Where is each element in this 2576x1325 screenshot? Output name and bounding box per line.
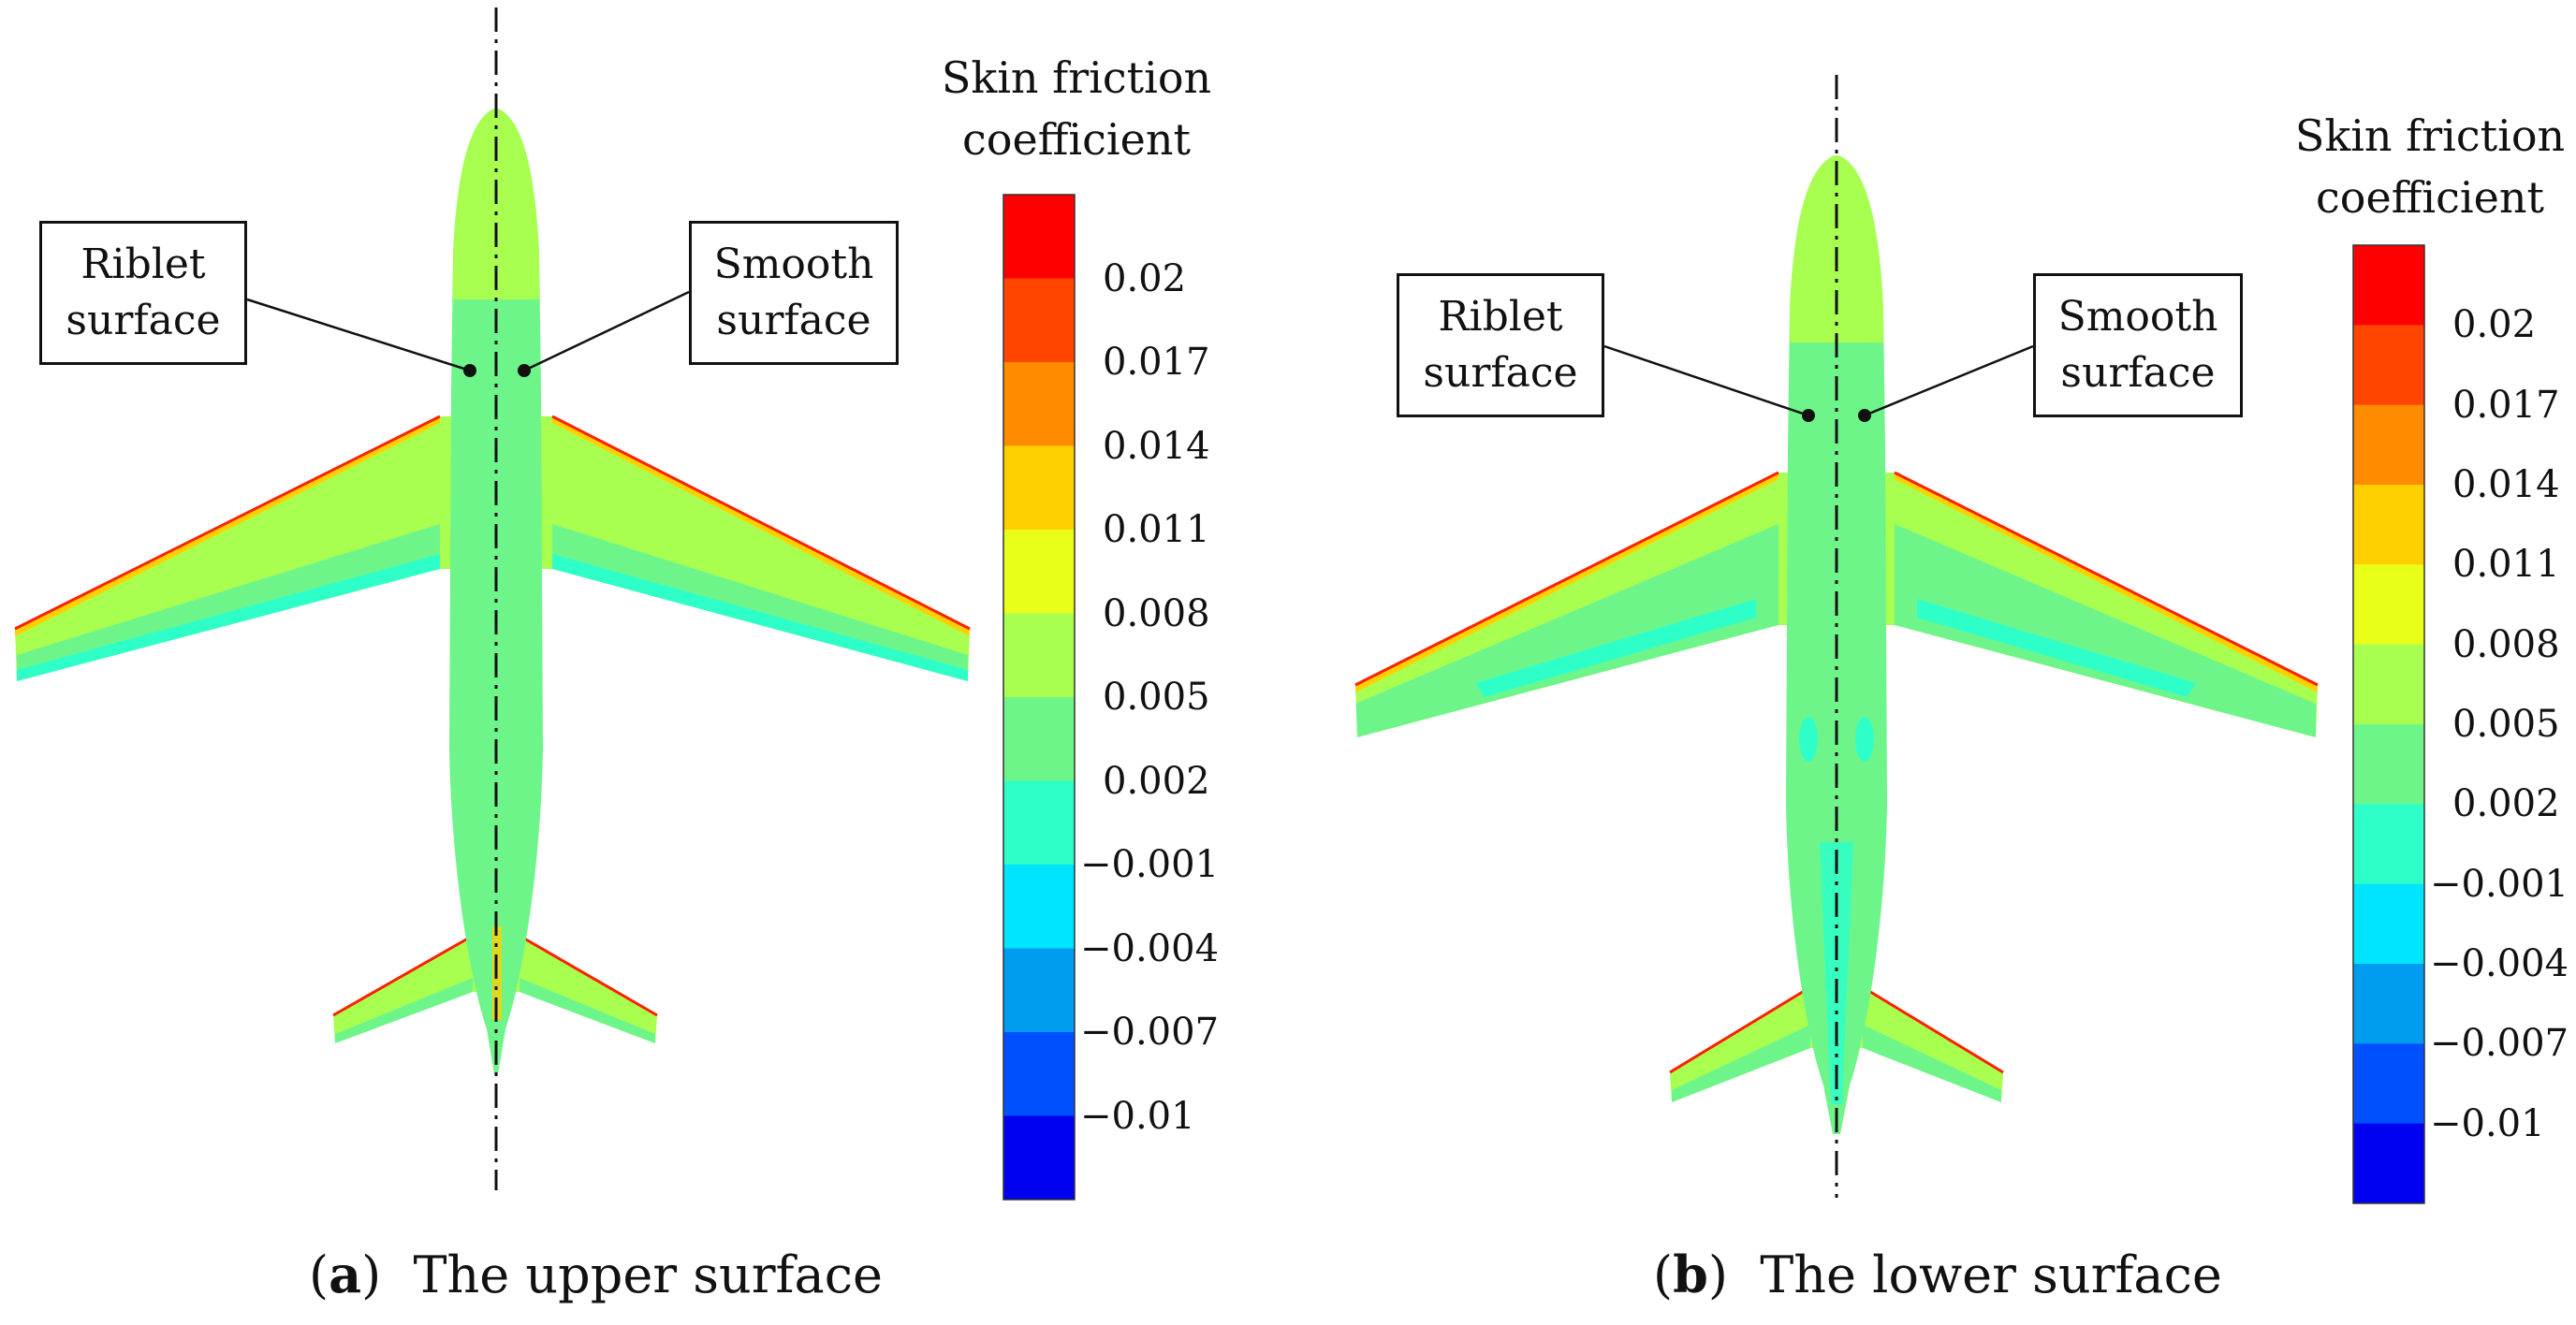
colorbar-swatch [2353, 804, 2424, 885]
callout-text: Riblet [1438, 293, 1563, 341]
colorbar-swatch [1003, 697, 1075, 781]
colorbar-swatch [2353, 325, 2424, 406]
colorbar-tick-label: −0.007 [2430, 1022, 2569, 1066]
smooth-point-marker [1858, 409, 1871, 422]
caption-text: The upper surface [413, 1245, 883, 1304]
colorbar-title: Skin friction coefficient [941, 52, 1212, 165]
colorbar-tick-label: 0.008 [1103, 591, 1210, 635]
riblet-surface-callout: Riblet surface [1397, 273, 1604, 417]
colorbar-tick-label: −0.01 [1080, 1094, 1195, 1138]
colorbar-lower [2352, 244, 2425, 1204]
colorbar-swatch [2353, 644, 2424, 725]
colorbar-swatch [1003, 780, 1075, 866]
colorbar-tick-label: 0.017 [1103, 341, 1210, 384]
smooth-surface-callout: Smooth surface [2033, 273, 2243, 417]
colorbar-swatch [1003, 362, 1075, 446]
colorbar-tick-label: −0.001 [2430, 862, 2569, 906]
colorbar-swatch [2353, 964, 2424, 1044]
colorbar-tick-label: −0.004 [2430, 942, 2569, 985]
colorbar-swatch [1003, 195, 1075, 279]
colorbar-frame [1003, 194, 1076, 1201]
colorbar-swatch [1003, 1115, 1075, 1201]
colorbar-tick-label: −0.007 [1080, 1011, 1220, 1054]
panel-upper-surface: Riblet surface Smooth surface Skin frict… [14, 7, 1220, 1304]
callout-text: surface [1423, 349, 1578, 397]
colorbar-swatch [1003, 613, 1075, 698]
figure-caption: (a) The upper surface [309, 1245, 883, 1304]
colorbar-tick-label: 0.011 [1103, 508, 1210, 551]
colorbar-swatch [2353, 1043, 2424, 1125]
caption-label: b [1673, 1245, 1708, 1304]
colorbar-tick-label: 0.014 [1103, 424, 1210, 468]
colorbar-tick-label: 0.002 [2452, 782, 2560, 826]
colorbar-tick-label: 0.02 [1103, 256, 1187, 300]
colorbar-swatch [1003, 1032, 1075, 1116]
smooth-point-marker [518, 364, 531, 377]
colorbar-tick-label: 0.014 [2452, 463, 2560, 506]
colorbar-swatch [2353, 245, 2424, 326]
callout-text: surface [66, 297, 221, 344]
colorbar-tick-label: 0.005 [1103, 676, 1210, 719]
colorbar-tick-label: 0.017 [2452, 383, 2560, 427]
riblet-leader-line [246, 298, 471, 372]
riblet-surface-callout: Riblet surface [39, 221, 247, 365]
aircraft-contour-lower [1354, 75, 2425, 1204]
colorbar-tick-label: 0.008 [2452, 622, 2560, 666]
colorbar-swatch [2353, 724, 2424, 805]
colorbar-tick-label: 0.005 [2452, 703, 2560, 746]
colorbar-swatch [2353, 564, 2424, 646]
colorbar-upper [1003, 194, 1076, 1201]
colorbar-swatch [1003, 278, 1075, 363]
smooth-leader-line [1864, 344, 2034, 417]
figure-caption: (b) The lower surface [1653, 1245, 2222, 1304]
colorbar-tick-label: 0.002 [1103, 759, 1210, 803]
colorbar-swatch [2353, 404, 2424, 486]
callout-text: surface [2060, 349, 2216, 397]
colorbar-swatch [1003, 445, 1075, 531]
colorbar-swatch [1003, 530, 1075, 614]
smooth-leader-line [523, 290, 690, 372]
colorbar-tick-label: −0.01 [2430, 1101, 2545, 1145]
colorbar-swatch [2353, 485, 2424, 565]
caption-text: The lower surface [1760, 1245, 2222, 1304]
callout-text: Smooth [2057, 293, 2218, 341]
colorbar-frame [2352, 244, 2425, 1204]
caption-label: a [329, 1245, 362, 1304]
colorbar-tick-label: −0.004 [1080, 926, 1220, 970]
colorbar-title: Skin friction coefficient [2294, 110, 2566, 223]
riblet-point-marker [463, 364, 476, 377]
colorbar-tick-label: −0.001 [1080, 843, 1220, 886]
callout-text: surface [716, 297, 871, 344]
callout-text: Riblet [80, 240, 206, 288]
colorbar-swatch [2353, 883, 2424, 965]
colorbar-swatch [1003, 948, 1075, 1033]
riblet-leader-line [1603, 344, 1809, 417]
panel-lower-surface: Riblet surface Smooth surface Skin frict… [1288, 0, 2576, 1325]
smooth-surface-callout: Smooth surface [689, 221, 899, 365]
aircraft-contour-upper [14, 7, 1076, 1201]
colorbar-tick-label: 0.02 [2452, 303, 2537, 347]
colorbar-swatch [2353, 1123, 2424, 1204]
colorbar-tick-label: 0.011 [2452, 543, 2560, 587]
callout-text: Smooth [713, 240, 874, 288]
colorbar-swatch [1003, 865, 1075, 949]
riblet-point-marker [1802, 409, 1815, 422]
